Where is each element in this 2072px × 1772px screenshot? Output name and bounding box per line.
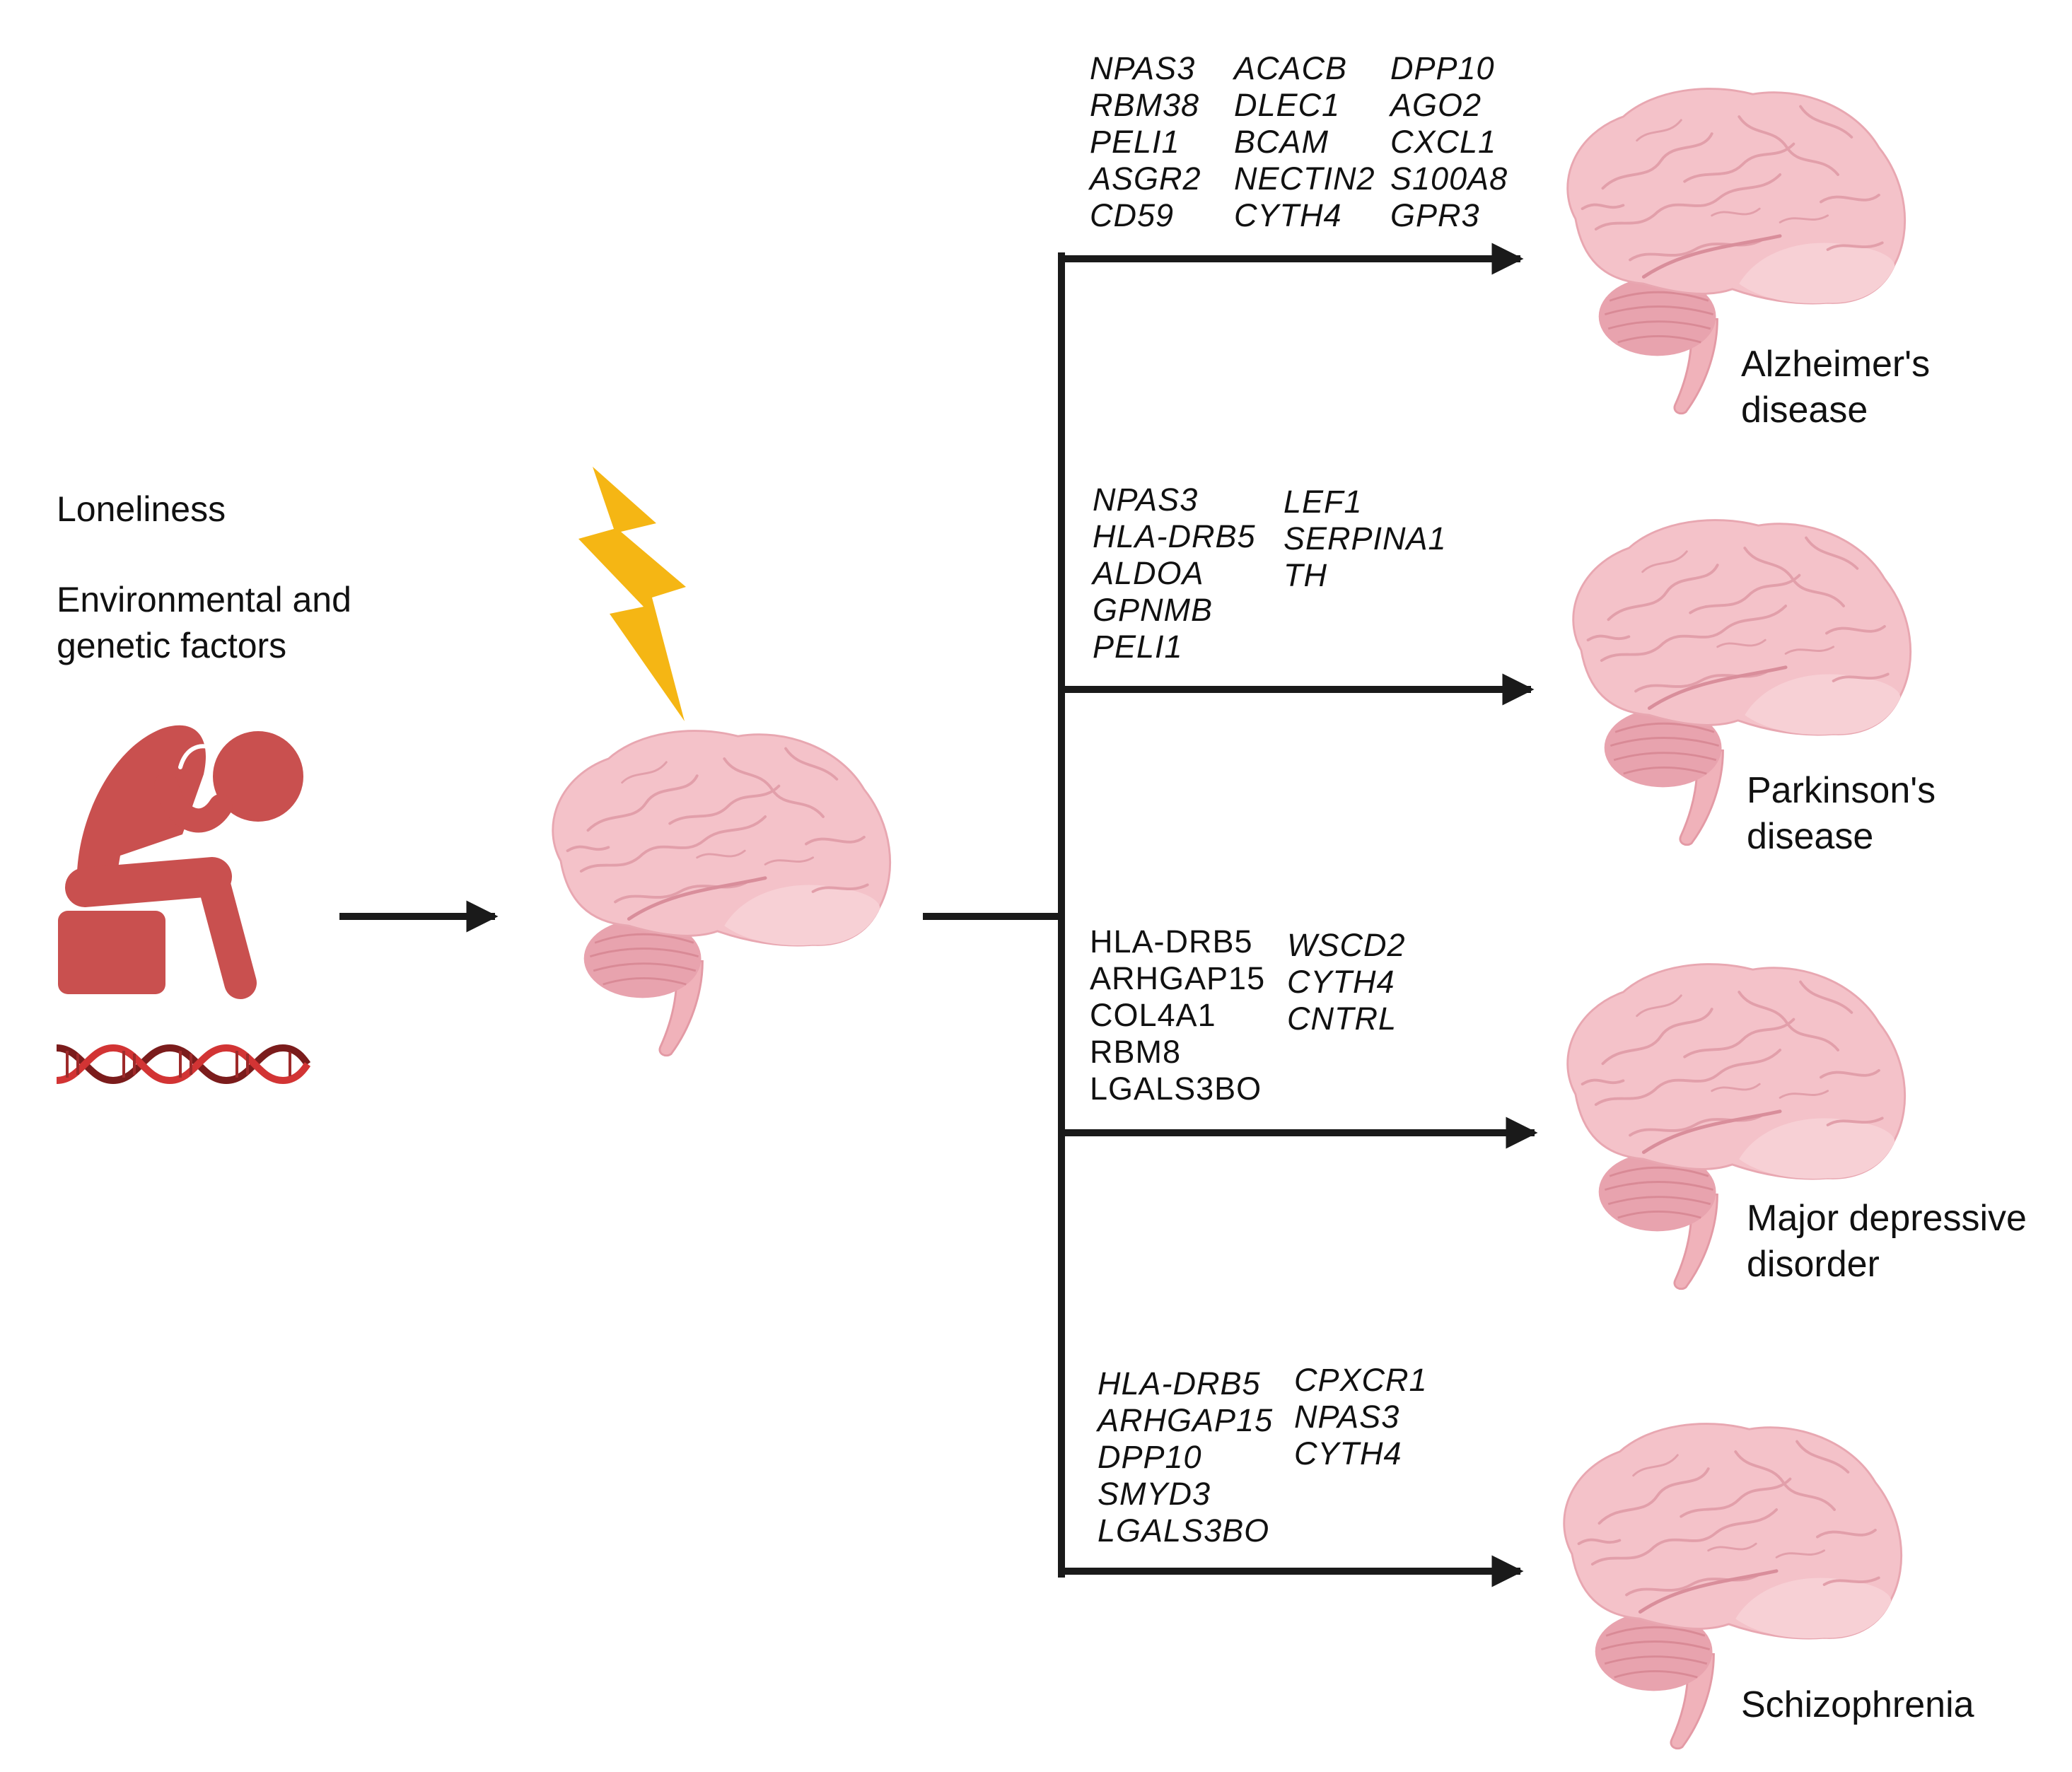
disease-schizophrenia: Schizophrenia (1741, 1684, 1974, 1725)
brain-major-depressive-icon (1568, 964, 1905, 1289)
gene: S100A8 (1390, 161, 1508, 197)
factor-loneliness: Loneliness (57, 489, 226, 529)
gene: LGALS3BO (1098, 1512, 1269, 1549)
disease-major-depressive-line-2: disorder (1747, 1244, 1880, 1285)
disease-parkinsons-line-1: Parkinson's (1747, 770, 1936, 811)
gene: CPXCR1 (1294, 1362, 1428, 1398)
gene: BCAM (1234, 124, 1329, 160)
factor-environmental-line-1: Environmental and (57, 580, 351, 619)
gene: PELI1 (1093, 629, 1183, 665)
gene: CXCL1 (1390, 124, 1496, 160)
gene: ALDOA (1090, 555, 1204, 591)
gene: HLA-DRB5 (1090, 923, 1253, 960)
disease-major-depressive-line-1: Major depressive (1747, 1198, 2027, 1239)
gene: AGO2 (1388, 87, 1482, 123)
gene: ASGR2 (1088, 161, 1201, 197)
central-brain-icon (553, 731, 890, 1056)
gene: RBM38 (1090, 87, 1199, 123)
gene: ARHGAP15 (1095, 1402, 1273, 1438)
lightning-icon (578, 467, 686, 721)
gene: TH (1284, 557, 1327, 593)
gene: COL4A1 (1090, 997, 1216, 1033)
gene: NPAS3 (1294, 1399, 1399, 1435)
gene: SMYD3 (1098, 1476, 1211, 1512)
gene: CYTH4 (1287, 964, 1395, 1000)
gene: PELI1 (1090, 124, 1180, 160)
gene: HLA-DRB5 (1093, 518, 1256, 554)
gene: WSCD2 (1287, 927, 1406, 963)
gene: DLEC1 (1234, 87, 1340, 123)
gene: GPNMB (1093, 592, 1213, 628)
gene-list-schizophrenia: HLA-DRB5 ARHGAP15 DPP10 SMYD3 LGALS3BO C… (1095, 1362, 1428, 1549)
gene: DPP10 (1390, 50, 1495, 86)
gene: NPAS3 (1090, 50, 1195, 86)
gene: DPP10 (1098, 1439, 1202, 1475)
disease-parkinsons-line-2: disease (1747, 816, 1873, 857)
gene: SERPINA1 (1284, 520, 1447, 556)
gene-list-parkinsons: NPAS3 HLA-DRB5 ALDOA GPNMB PELI1 LEF1 SE… (1090, 482, 1447, 665)
branch-connector (923, 252, 1065, 1578)
gene: NPAS3 (1093, 482, 1198, 518)
gene-list-major-depressive: HLA-DRB5 ARHGAP15 COL4A1 RBM8 LGALS3BO W… (1090, 923, 1406, 1107)
gene: CYTH4 (1234, 197, 1342, 233)
sad-person-icon (58, 725, 303, 999)
gene: LEF1 (1284, 484, 1363, 520)
gene: LGALS3BO (1090, 1071, 1262, 1107)
dna-icon (56, 1044, 311, 1085)
gene: GPR3 (1390, 197, 1480, 233)
gene: NECTIN2 (1234, 161, 1375, 197)
gene: CD59 (1090, 197, 1174, 233)
gene: CNTRL (1287, 1001, 1397, 1037)
gene: CYTH4 (1294, 1435, 1402, 1471)
disease-alzheimers-line-2: disease (1741, 390, 1868, 431)
gene: RBM8 (1090, 1034, 1181, 1070)
factor-environmental-line-2: genetic factors (57, 626, 286, 665)
gene-list-alzheimers: NPAS3 RBM38 PELI1 ASGR2 CD59 ACACB DLEC1… (1088, 50, 1508, 233)
gene: HLA-DRB5 (1098, 1365, 1261, 1401)
gene: ARHGAP15 (1090, 960, 1265, 996)
gene: ACACB (1232, 50, 1347, 86)
disease-alzheimers-line-1: Alzheimer's (1741, 344, 1930, 385)
